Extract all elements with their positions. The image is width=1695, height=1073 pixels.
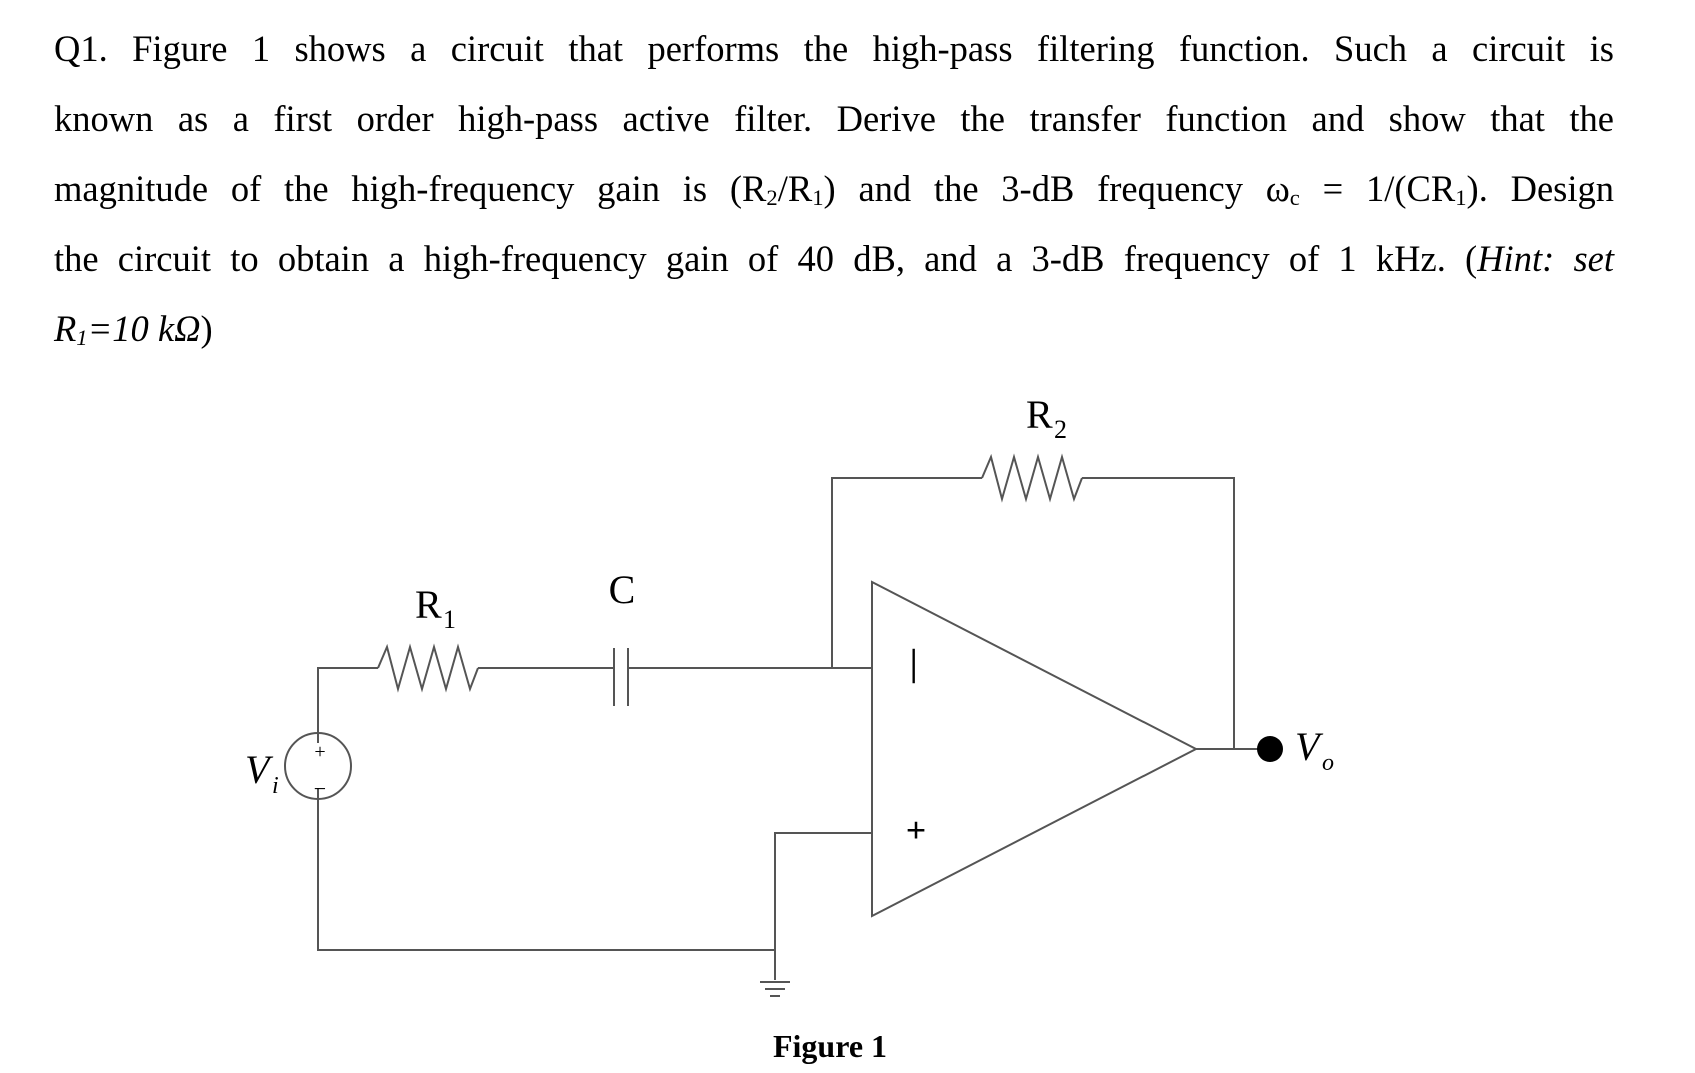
- r2-label: R: [1026, 392, 1053, 437]
- vi-label: V: [245, 747, 274, 792]
- question-line-2: known as a first order high-pass active …: [54, 98, 1614, 139]
- resistor-r1: [377, 643, 479, 693]
- wire-noninverting-to-ground: [774, 832, 872, 980]
- vo-label: V: [1295, 724, 1324, 769]
- text-segment: = 1/(CR: [1299, 168, 1456, 209]
- question-text: Q1. Figure 1 shows a circuit that perfor…: [54, 14, 1614, 364]
- text-segment: /R: [777, 168, 813, 209]
- voltage-source: [284, 732, 352, 800]
- text-segment: magnitude of the high-frequency gain is …: [54, 168, 767, 209]
- source-minus-sign: −: [314, 776, 326, 801]
- hint-text: =10 kΩ: [87, 308, 201, 349]
- r1-label: R: [415, 582, 442, 627]
- subscript: 1: [76, 325, 88, 351]
- subscript: 1: [812, 185, 824, 211]
- subscript: c: [1289, 185, 1300, 211]
- wire-bottom-return: [317, 788, 775, 951]
- vo-subscript: o: [1322, 750, 1334, 776]
- text-segment: the circuit to obtain a high-frequency g…: [54, 238, 1478, 279]
- vi-subscript: i: [272, 773, 279, 799]
- output-terminal: [1257, 736, 1283, 762]
- wire-source-to-r1: [317, 667, 378, 743]
- resistor-r2: [981, 453, 1083, 503]
- text-segment: ) and the 3-dB frequency ω: [823, 168, 1290, 209]
- text-segment: ): [200, 308, 213, 349]
- question-line-1: Q1. Figure 1 shows a circuit that perfor…: [54, 28, 1614, 69]
- subscript: 2: [766, 185, 778, 211]
- question-line-4: the circuit to obtain a high-frequency g…: [54, 224, 1614, 294]
- opamp-inverting-sign: —: [898, 648, 935, 684]
- hint-text: R: [54, 308, 77, 349]
- wire-feedback-right: [1082, 477, 1235, 749]
- figure-caption: Figure 1: [772, 1028, 888, 1064]
- question-line-3: magnitude of the high-frequency gain is …: [54, 154, 1614, 224]
- source-plus-sign: +: [314, 741, 325, 763]
- question-line-5: R1=10 kΩ): [54, 294, 1614, 364]
- r2-subscript: 2: [1054, 415, 1067, 444]
- capacitor-label: C: [609, 567, 636, 612]
- hint-text: Hint: set: [1477, 238, 1615, 279]
- text-segment: ). Design: [1466, 168, 1615, 209]
- subscript: 1: [1455, 185, 1467, 211]
- opamp-noninverting-sign: +: [906, 810, 927, 850]
- r1-subscript: 1: [443, 605, 456, 634]
- wire-feedback-left: [831, 477, 982, 668]
- opamp-triangle: [871, 580, 1199, 918]
